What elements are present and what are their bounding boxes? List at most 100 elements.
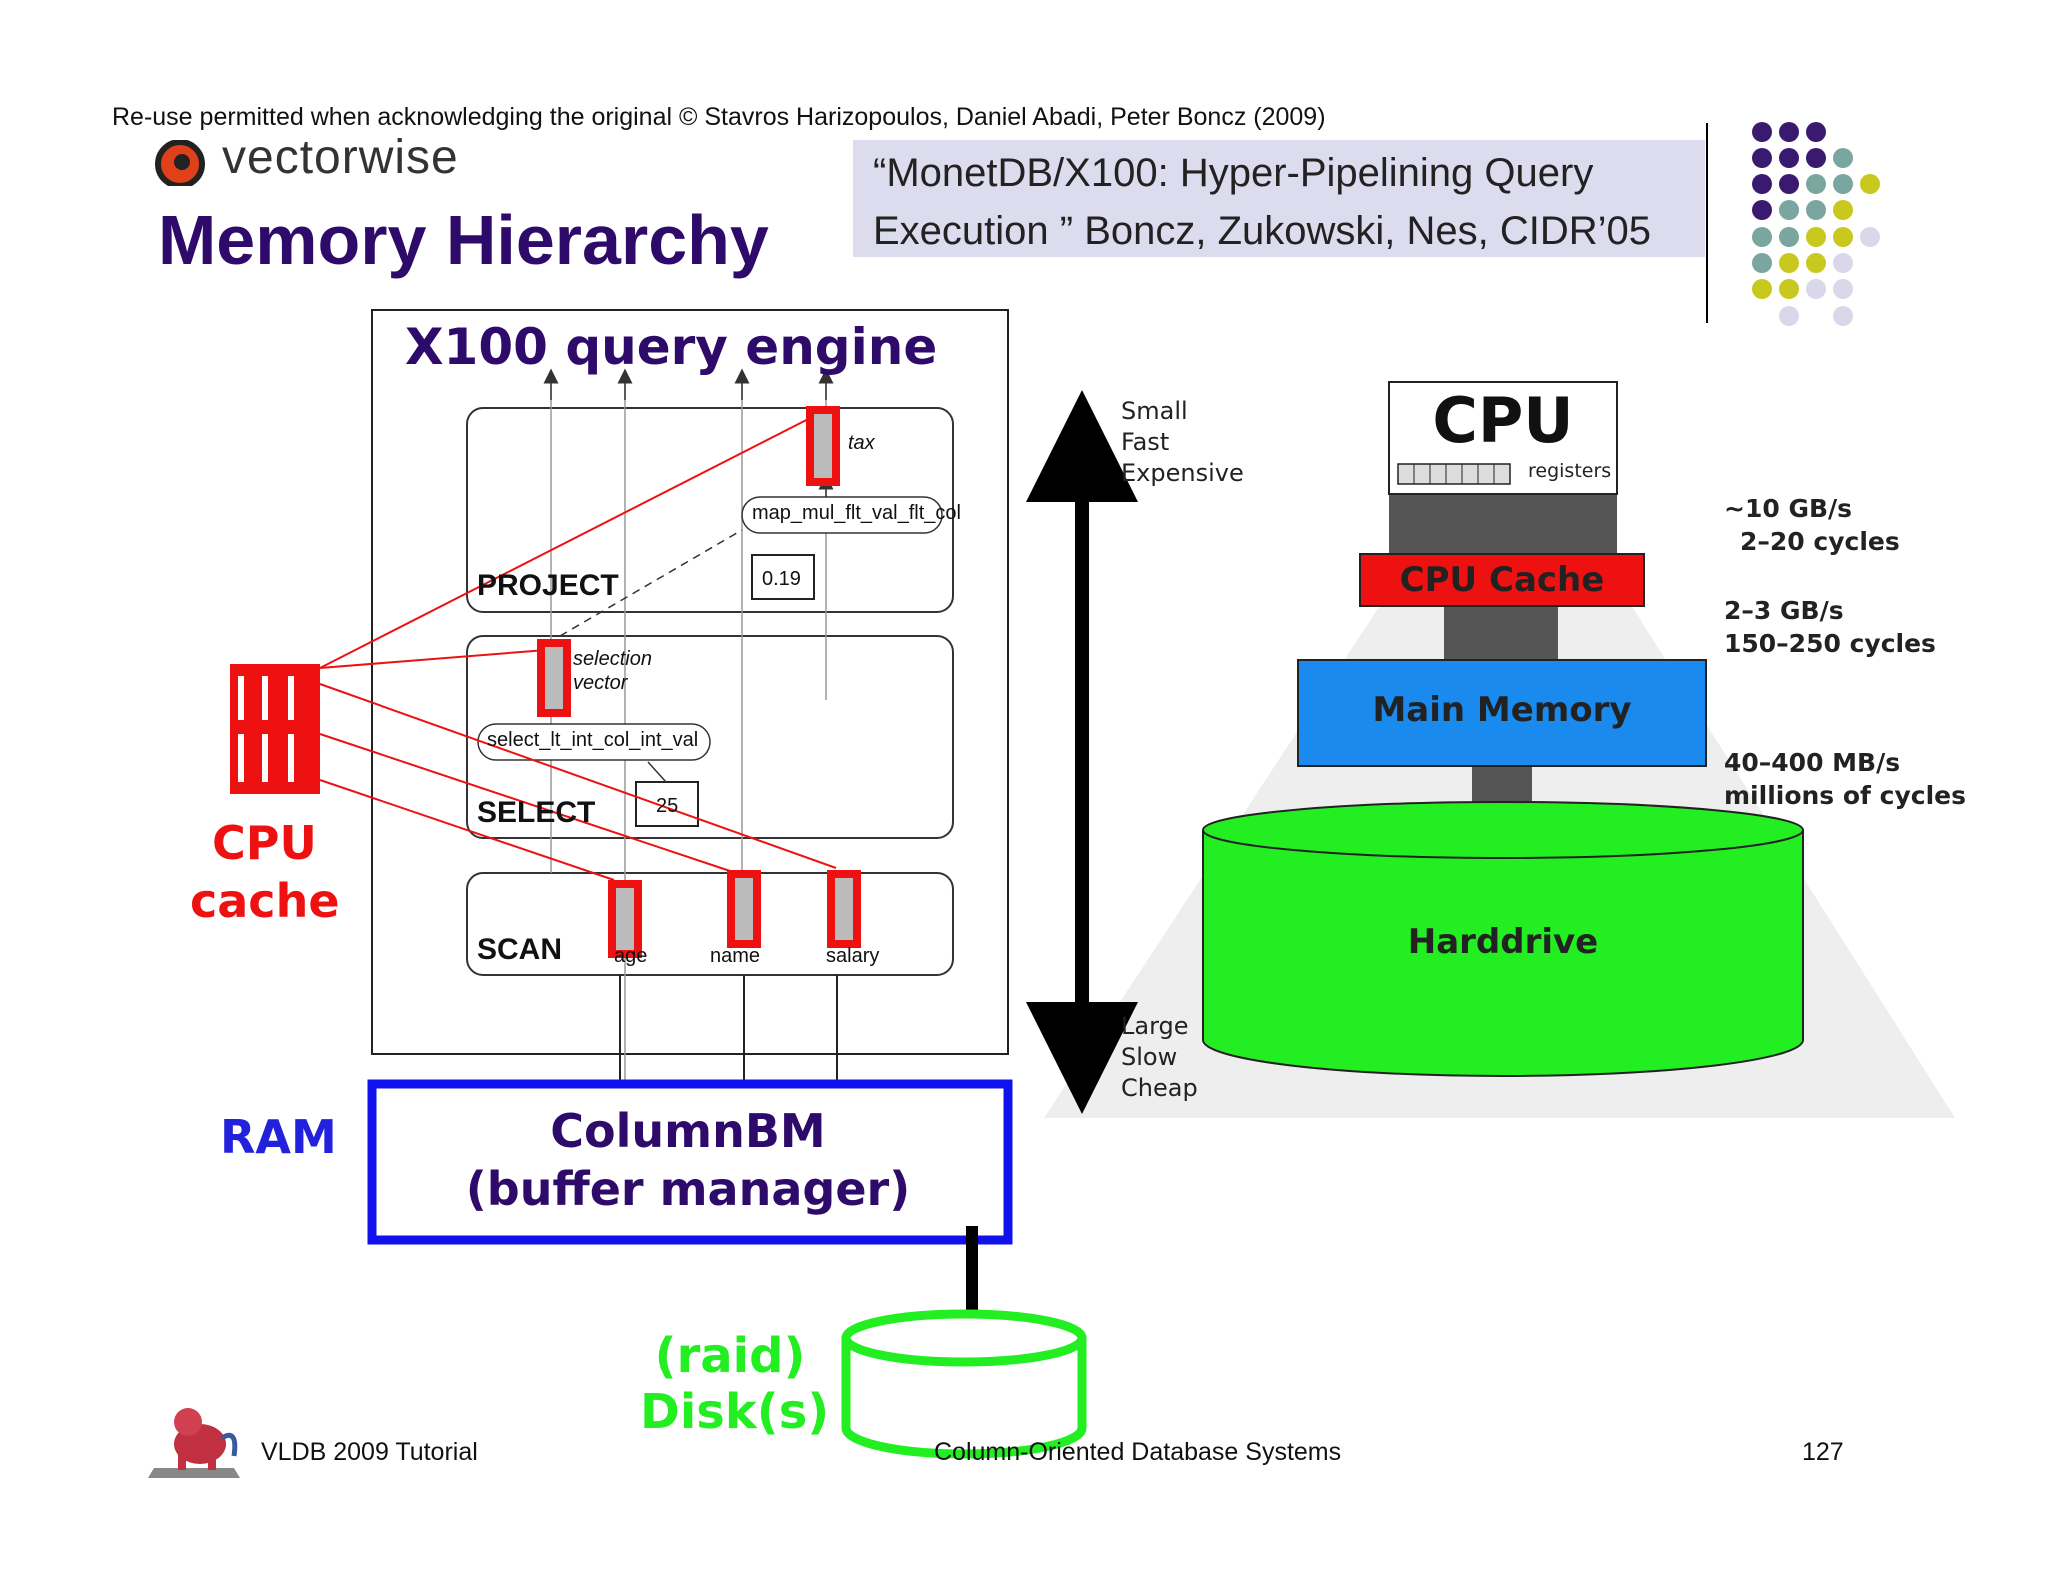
dot bbox=[1779, 227, 1799, 247]
selection-vector-marker bbox=[537, 639, 571, 717]
citation-box: “MonetDB/X100: Hyper-Pipelining Query Ex… bbox=[853, 140, 1705, 257]
dot bbox=[1752, 174, 1772, 194]
dot bbox=[1779, 200, 1799, 220]
dot bbox=[1833, 174, 1853, 194]
map-operator-pill bbox=[741, 496, 943, 534]
dot bbox=[1833, 148, 1853, 168]
dot bbox=[1833, 306, 1853, 326]
cache-link-line bbox=[319, 649, 547, 669]
scan-label: SCAN bbox=[477, 933, 563, 966]
const-25-box bbox=[635, 781, 699, 827]
age-vector-marker bbox=[608, 880, 642, 958]
column-age-label: age bbox=[614, 945, 648, 967]
const-to-select-arrow bbox=[647, 761, 667, 783]
dot bbox=[1806, 122, 1826, 142]
cache-link-line bbox=[319, 409, 827, 669]
pyramid-connector bbox=[1444, 604, 1558, 660]
select-operator-pill bbox=[477, 723, 711, 761]
logo-text: vectorwise bbox=[222, 131, 459, 184]
main-memory-box bbox=[1297, 659, 1707, 767]
bandwidth-registers-cache: ~10 GB/s 2–20 cycles bbox=[1724, 492, 1900, 558]
ram-label: RAM bbox=[220, 1110, 337, 1164]
dot bbox=[1806, 174, 1826, 194]
cache-label: cache bbox=[190, 874, 340, 928]
project-operator-box bbox=[466, 407, 954, 613]
dot bbox=[1806, 279, 1826, 299]
dot bbox=[1779, 148, 1799, 168]
const-25-value: 25 bbox=[656, 795, 679, 817]
selection-vector-label-2: vector bbox=[573, 672, 628, 694]
credit-line: Re-use permitted when acknowledging the … bbox=[112, 103, 1326, 131]
column-name-label: name bbox=[710, 945, 761, 967]
bandwidth-3-line-1: 40–400 MB/s bbox=[1724, 748, 1901, 777]
pyramid-connector bbox=[1389, 494, 1617, 554]
columnbm-box bbox=[367, 1079, 1013, 1245]
selection-vector-label-1: selection bbox=[573, 648, 652, 670]
bandwidth-3-line-2: millions of cycles bbox=[1724, 781, 1966, 810]
dot bbox=[1833, 200, 1853, 220]
dot bbox=[1752, 122, 1772, 142]
scale-top-line-1: Small bbox=[1121, 397, 1188, 425]
columnbm-label: ColumnBM (buffer manager) bbox=[372, 1102, 1004, 1218]
dot bbox=[1860, 227, 1880, 247]
dot bbox=[1779, 279, 1799, 299]
dot bbox=[1860, 174, 1880, 194]
bandwidth-memory-disk: 40–400 MB/s millions of cycles bbox=[1724, 746, 1966, 812]
tax-label: tax bbox=[848, 432, 875, 454]
harddrive-label: Harddrive bbox=[1407, 922, 1599, 962]
disk-label-line-2: Disk(s) bbox=[640, 1384, 830, 1440]
select-label: SELECT bbox=[477, 796, 596, 829]
selection-vector-dashed-link bbox=[559, 529, 743, 637]
cache-link-line bbox=[319, 733, 734, 873]
const-019-box bbox=[751, 554, 815, 600]
dot bbox=[1779, 174, 1799, 194]
dot bbox=[1806, 148, 1826, 168]
dot bbox=[1806, 200, 1826, 220]
scale-bottom-line-2: Slow bbox=[1121, 1043, 1178, 1071]
bandwidth-cache-memory: 2–3 GB/s 150–250 cycles bbox=[1724, 594, 1936, 660]
cpu-cache-box bbox=[1359, 553, 1645, 607]
dot bbox=[1752, 279, 1772, 299]
scale-top-line-2: Fast bbox=[1121, 428, 1170, 456]
column-salary-label: salary bbox=[826, 945, 880, 967]
citation-line-1: “MonetDB/X100: Hyper-Pipelining Query bbox=[873, 151, 1594, 195]
disk-cylinder-icon bbox=[841, 1309, 1087, 1459]
engine-title: X100 query engine bbox=[405, 318, 938, 376]
cpu-cache-icon bbox=[230, 664, 320, 794]
decorative-dot-grid bbox=[0, 0, 2048, 340]
dot bbox=[1833, 253, 1853, 273]
vectorwise-logo-icon bbox=[155, 140, 205, 186]
scale-top-line-3: Expensive bbox=[1121, 459, 1244, 487]
columnbm-line-2: (buffer manager) bbox=[465, 1162, 911, 1216]
dot bbox=[1806, 227, 1826, 247]
cpu-cache-box-label: CPU Cache bbox=[1399, 560, 1605, 600]
disk-label-line-1: (raid) bbox=[654, 1328, 806, 1384]
harddrive-cylinder bbox=[1202, 801, 1804, 1077]
scan-operator-box bbox=[466, 872, 954, 976]
cache-link-line bbox=[319, 683, 837, 869]
dot bbox=[1752, 227, 1772, 247]
lion-logo-icon bbox=[148, 1408, 240, 1478]
salary-vector-marker bbox=[827, 870, 861, 948]
columnbm-line-1: ColumnBM bbox=[550, 1104, 826, 1158]
dot bbox=[1752, 253, 1772, 273]
engine-frame bbox=[371, 309, 1009, 1055]
cpu-box-label: CPU bbox=[1432, 384, 1574, 457]
dot bbox=[1779, 122, 1799, 142]
scale-bottom-label: Large Slow Cheap bbox=[1121, 1011, 1198, 1104]
dot bbox=[1752, 200, 1772, 220]
dot bbox=[1833, 279, 1853, 299]
project-label: PROJECT bbox=[477, 569, 619, 602]
bandwidth-1-line-2: 2–20 cycles bbox=[1740, 527, 1900, 556]
bandwidth-2-line-2: 150–250 cycles bbox=[1724, 629, 1936, 658]
scale-top-label: Small Fast Expensive bbox=[1121, 396, 1244, 489]
citation-line-2: Execution ” Boncz, Zukowski, Nes, CIDR’0… bbox=[873, 209, 1652, 253]
header-divider bbox=[1706, 123, 1708, 323]
scale-bottom-line-3: Cheap bbox=[1121, 1074, 1198, 1102]
bandwidth-1-line-1: ~10 GB/s bbox=[1724, 494, 1853, 523]
dot bbox=[1752, 148, 1772, 168]
scale-bottom-line-1: Large bbox=[1121, 1012, 1189, 1040]
dot bbox=[1806, 253, 1826, 273]
